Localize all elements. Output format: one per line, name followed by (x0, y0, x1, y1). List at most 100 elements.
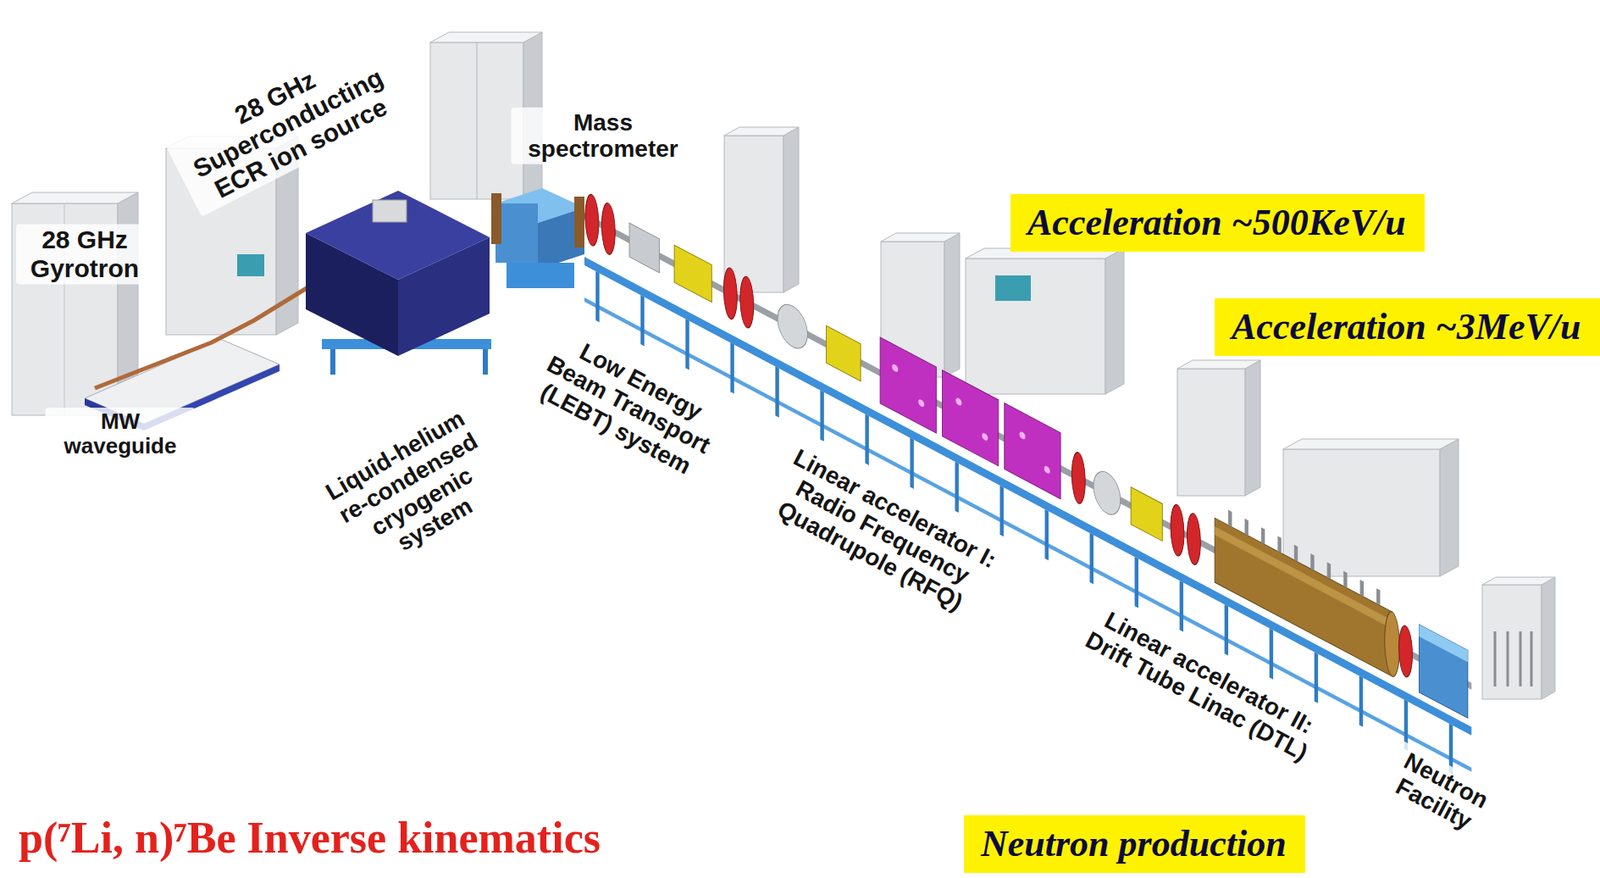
power-cabinet (724, 127, 799, 293)
beamline-part (1224, 603, 1229, 655)
beamline-part (601, 199, 615, 258)
detector-rack (1482, 576, 1556, 699)
beamline-part (775, 365, 779, 417)
beamline-part (1090, 532, 1094, 584)
beamline-part (585, 190, 599, 249)
power-cabinet-part (880, 232, 960, 242)
mass-spec-cabinet-part (476, 42, 478, 200)
rf-cabinet-part (995, 275, 1031, 301)
beamline-part (1343, 570, 1347, 588)
beamline-part (1170, 501, 1185, 560)
beamline-part (1314, 651, 1318, 703)
beamline-part (1071, 448, 1086, 507)
beamline-part (1044, 464, 1051, 475)
beamline-part (740, 272, 754, 331)
highlight-text: Acceleration ~3MeV/u (1231, 302, 1584, 351)
rf-cabinet-part (1105, 248, 1124, 394)
beamline-part (1186, 509, 1201, 568)
beamline-part (1261, 526, 1265, 544)
beamline-part (1018, 430, 1025, 441)
power-cabinet-part (724, 135, 784, 293)
power-cabinet-part (1177, 359, 1261, 369)
beamline-part (723, 264, 737, 322)
beamline-part (1004, 403, 1061, 499)
highlight-text: Acceleration ~500KeV/u (1027, 198, 1408, 247)
beamline-part (1179, 580, 1184, 632)
beamline-part (595, 271, 599, 322)
rf-cabinet-part (1439, 438, 1459, 576)
beamline-part (955, 396, 962, 407)
power-cabinet-part (944, 232, 960, 377)
power-cabinet-part (724, 127, 799, 136)
beamline-part (1093, 465, 1121, 521)
power-cabinet-part (1245, 359, 1261, 496)
beamline-part (1214, 517, 1392, 676)
figure-caption: p(⁷Li, n)⁷Be Inverse kinematics (18, 811, 601, 864)
highlight-box: Neutron production (963, 814, 1306, 873)
highlight-box: Acceleration ~500KeV/u (1010, 193, 1425, 252)
beamline-part (1000, 485, 1004, 537)
ecr-ion-source-part (372, 199, 407, 222)
beamline-part (891, 362, 898, 373)
detector-rack-part (1482, 576, 1556, 585)
detector-rack-part (1494, 631, 1497, 687)
rf-cabinet (1283, 438, 1459, 576)
beamline-part (640, 294, 644, 346)
beamline-part (981, 431, 988, 443)
beamline-part (584, 297, 1472, 772)
component-label: Liquid-helium re-condensed cryogenic sys… (308, 396, 523, 584)
analyzing-magnet-part (491, 193, 502, 244)
detector-rack-part (1530, 631, 1534, 687)
ecr-ion-source-part (482, 348, 488, 375)
beamline-part (941, 370, 998, 466)
beamline-part (909, 437, 914, 489)
component-label: MW waveguide (45, 407, 196, 460)
beamline-part (825, 325, 861, 382)
beamline-part (1294, 544, 1298, 562)
beamline-part (1360, 579, 1364, 597)
rf-cabinet-part (965, 258, 1106, 394)
ecr-ion-source-part (305, 190, 490, 280)
beamline-part (1359, 675, 1363, 726)
beamline-part (1130, 487, 1163, 542)
beamline-part (1327, 561, 1331, 579)
detector-rack-part (1482, 584, 1542, 699)
beamline-part (1376, 587, 1380, 605)
ecr-ion-source (305, 190, 492, 375)
power-cabinet (1177, 359, 1261, 496)
beamline-part (674, 244, 712, 302)
beamline-part (1277, 535, 1281, 553)
ecr-ion-source-part (330, 348, 336, 375)
power-cabinet-part (1177, 368, 1246, 496)
rf-cabinet-part (1283, 438, 1459, 449)
beamline-part (1418, 624, 1468, 662)
power-cabinet-part (783, 127, 799, 293)
beamline-part (1134, 556, 1139, 608)
beamline-part (880, 337, 936, 433)
detector-rack-part (1506, 631, 1510, 687)
highlight-box: Acceleration ~3MeV/u (1214, 298, 1600, 356)
rf-cabinet-part (1283, 448, 1440, 576)
mass-spec-cabinet-part (430, 42, 524, 200)
beamline-part (954, 461, 958, 513)
beamline-part (1418, 624, 1468, 718)
analyzing-magnet-part (506, 262, 575, 288)
beamline-part (864, 414, 869, 466)
beamline-part (1310, 553, 1314, 571)
beamline-part (1214, 525, 1392, 629)
beamline-part (819, 389, 824, 441)
beamline-part (777, 298, 808, 355)
beamline-part (629, 222, 659, 273)
highlight-text: Neutron production (980, 819, 1289, 868)
beamline-part (918, 398, 925, 409)
beamline (584, 168, 1472, 785)
beamline-part (1228, 509, 1232, 527)
analyzing-magnet (491, 188, 585, 288)
analyzing-magnet-part (495, 203, 538, 263)
gyrotron-cabinet-part (11, 192, 139, 204)
analyzing-magnet-part (574, 196, 585, 248)
rf-cabinet (965, 248, 1124, 394)
beamline-part (1245, 518, 1249, 536)
mass-spec-cabinet-part (430, 32, 543, 43)
beamline-part (1045, 509, 1049, 560)
